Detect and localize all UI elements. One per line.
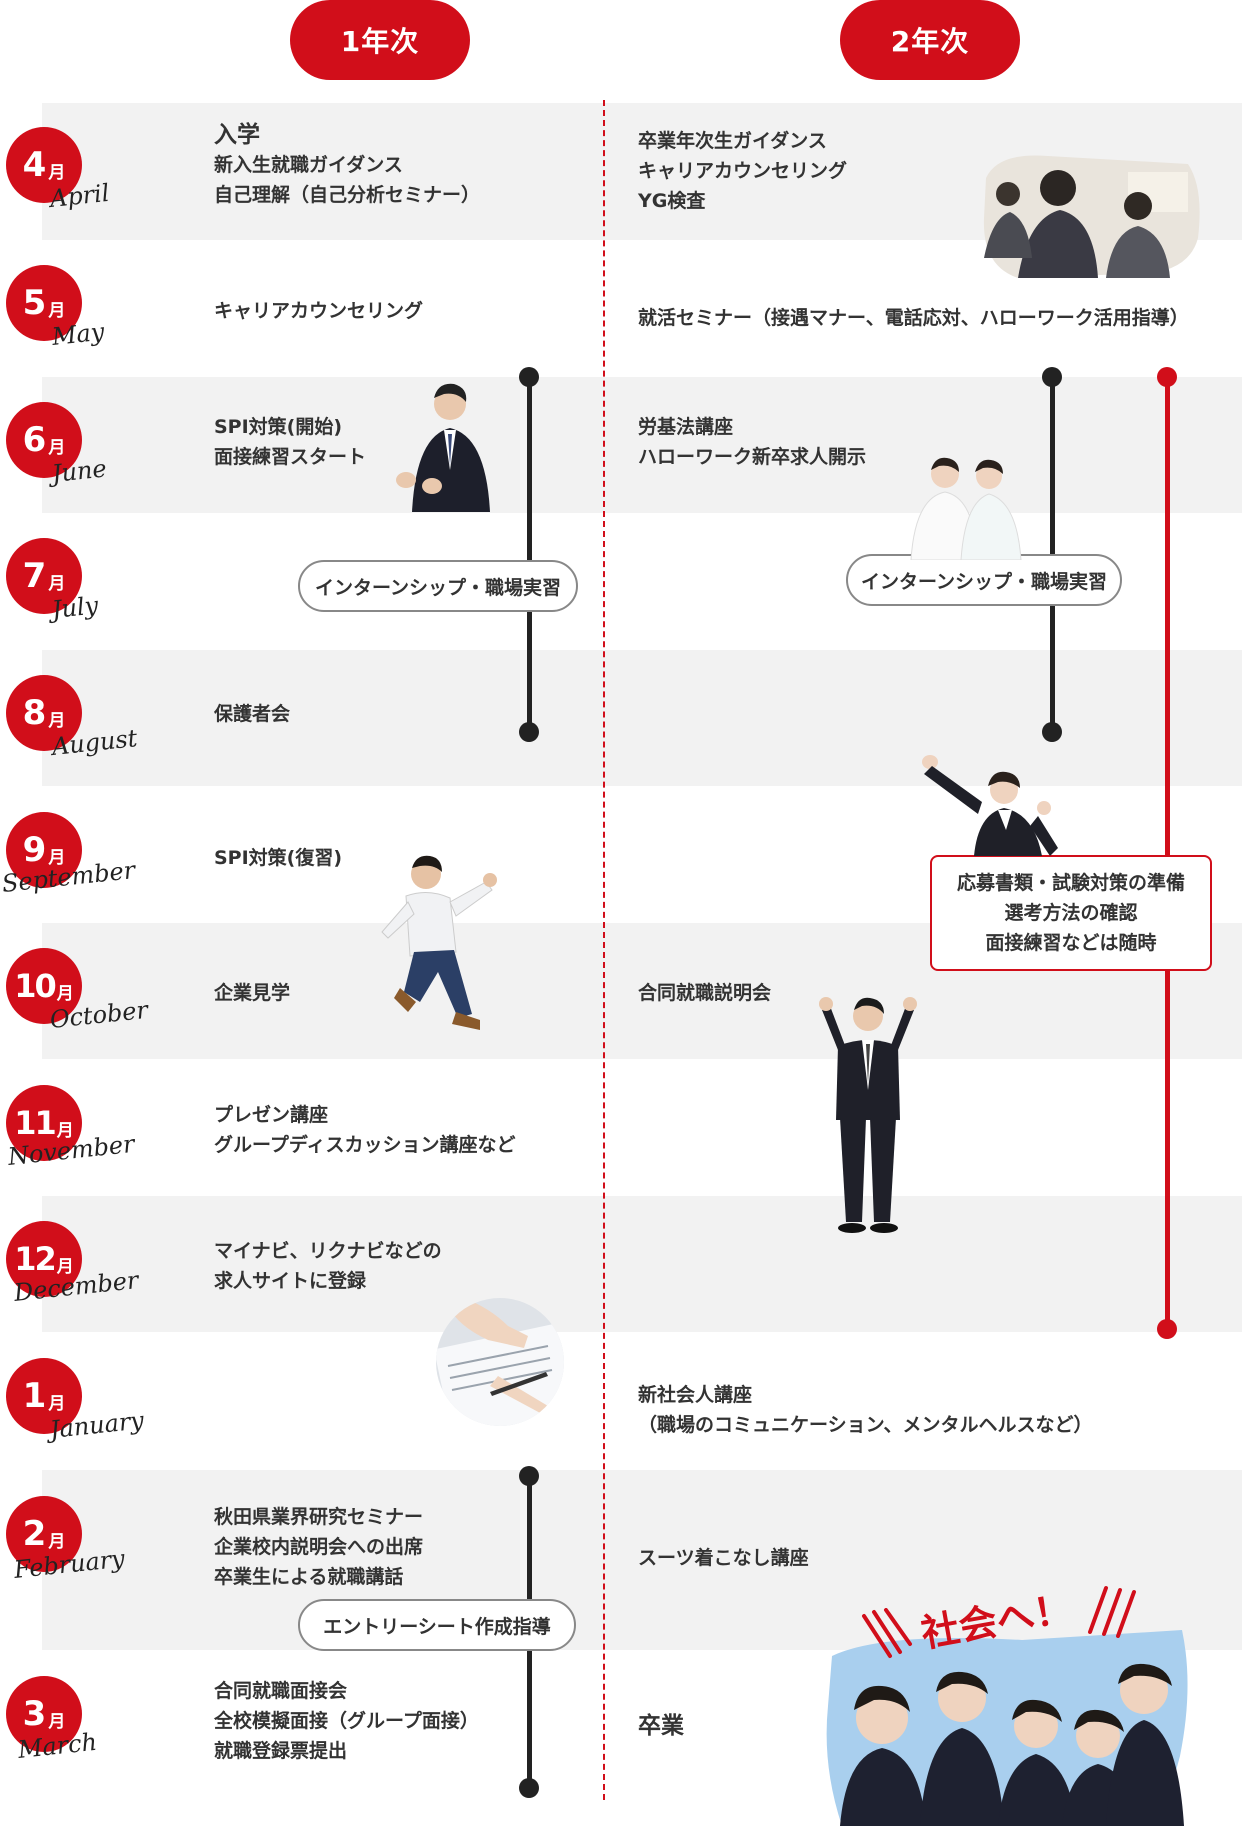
y2-june-events: 労基法講座 ハローワーク新卒求人開示 bbox=[638, 416, 867, 468]
y2-prep-box: 応募書類・試験対策の準備 選考方法の確認 面接練習などは随時 bbox=[930, 855, 1212, 971]
row-stripe-december bbox=[42, 1196, 1242, 1332]
y1-february-events: 秋田県業界研究セミナー 企業校内説明会への出席 卒業生による就職講話 bbox=[214, 1506, 424, 1588]
y2-prep-start-dot bbox=[1157, 367, 1177, 387]
y1-may-events: キャリアカウンセリング bbox=[214, 300, 424, 322]
row-stripe-june bbox=[42, 377, 1242, 513]
year-divider bbox=[603, 100, 605, 1800]
y2-april-events: 卒業年次生ガイダンス キャリアカウンセリング YG検査 bbox=[638, 130, 848, 212]
y1-october-events: 企業見学 bbox=[214, 982, 291, 1004]
y1-september-events: SPI対策(復習) bbox=[214, 847, 343, 869]
running-man-photo bbox=[381, 855, 497, 1030]
y2-internship-label: インターンシップ・職場実習 bbox=[846, 554, 1122, 606]
businessman-gesturing-photo bbox=[396, 383, 490, 512]
y2-prep-end-dot bbox=[1157, 1319, 1177, 1339]
y1-internship-start-dot bbox=[519, 367, 539, 387]
y2-internship-start-dot bbox=[1042, 367, 1062, 387]
woman-cheering-photo bbox=[922, 755, 1058, 856]
y1-internship-line bbox=[527, 377, 532, 731]
y1-november-events: プレゼン講座 グループディスカッション講座など bbox=[214, 1104, 516, 1156]
y2-february-events: スーツ着こなし講座 bbox=[638, 1547, 809, 1569]
document-signing-photo bbox=[436, 1298, 564, 1426]
y1-august-events: 保護者会 bbox=[214, 703, 291, 725]
year1-header: 1年次 bbox=[290, 0, 470, 80]
month-english-june: June bbox=[50, 454, 108, 488]
y2-january-events: 新社会人講座 （職場のコミュニケーション、メンタルヘルスなど） bbox=[638, 1384, 1093, 1436]
y2-may-events: 就活セミナー（接遇マナー、電話応対、ハローワーク活用指導） bbox=[638, 307, 1189, 329]
y1-april-events: 入学 新入生就職ガイダンス 自己理解（自己分析セミナー） bbox=[214, 122, 481, 206]
burst-lines-left bbox=[862, 1608, 912, 1658]
y1-june-events: SPI対策(開始) 面接練習スタート bbox=[214, 416, 367, 468]
graduates-photo bbox=[826, 1630, 1188, 1826]
y2-internship-end-dot bbox=[1042, 722, 1062, 742]
row-stripe-august bbox=[42, 650, 1242, 786]
y2-march-events: 卒業 bbox=[638, 1713, 684, 1739]
y1-internship-end-dot bbox=[519, 722, 539, 742]
y1-entry-sheet-label: エントリーシート作成指導 bbox=[298, 1599, 576, 1651]
year2-header: 2年次 bbox=[840, 0, 1020, 80]
y2-october-events: 合同就職説明会 bbox=[638, 982, 772, 1004]
y2-prep-line bbox=[1165, 377, 1170, 1329]
seminar-photo bbox=[983, 155, 1200, 278]
y1-march-events: 合同就職面接会 全校模擬面接（グループ面接） 就職登録票提出 bbox=[214, 1680, 479, 1762]
y1-internship-label: インターンシップ・職場実習 bbox=[298, 560, 578, 612]
businessman-victory-photo bbox=[819, 997, 917, 1233]
month-english-july: July bbox=[50, 591, 100, 624]
row-stripe-february bbox=[42, 1470, 1242, 1650]
nurses-photo bbox=[910, 457, 1022, 560]
y1-entry-sheet-start-dot bbox=[519, 1466, 539, 1486]
y1-entry-sheet-end-dot bbox=[519, 1778, 539, 1798]
y1-december-events: マイナビ、リクナビなどの 求人サイトに登録 bbox=[214, 1240, 442, 1292]
month-english-may: May bbox=[50, 317, 106, 351]
burst-lines-right bbox=[1088, 1586, 1136, 1638]
